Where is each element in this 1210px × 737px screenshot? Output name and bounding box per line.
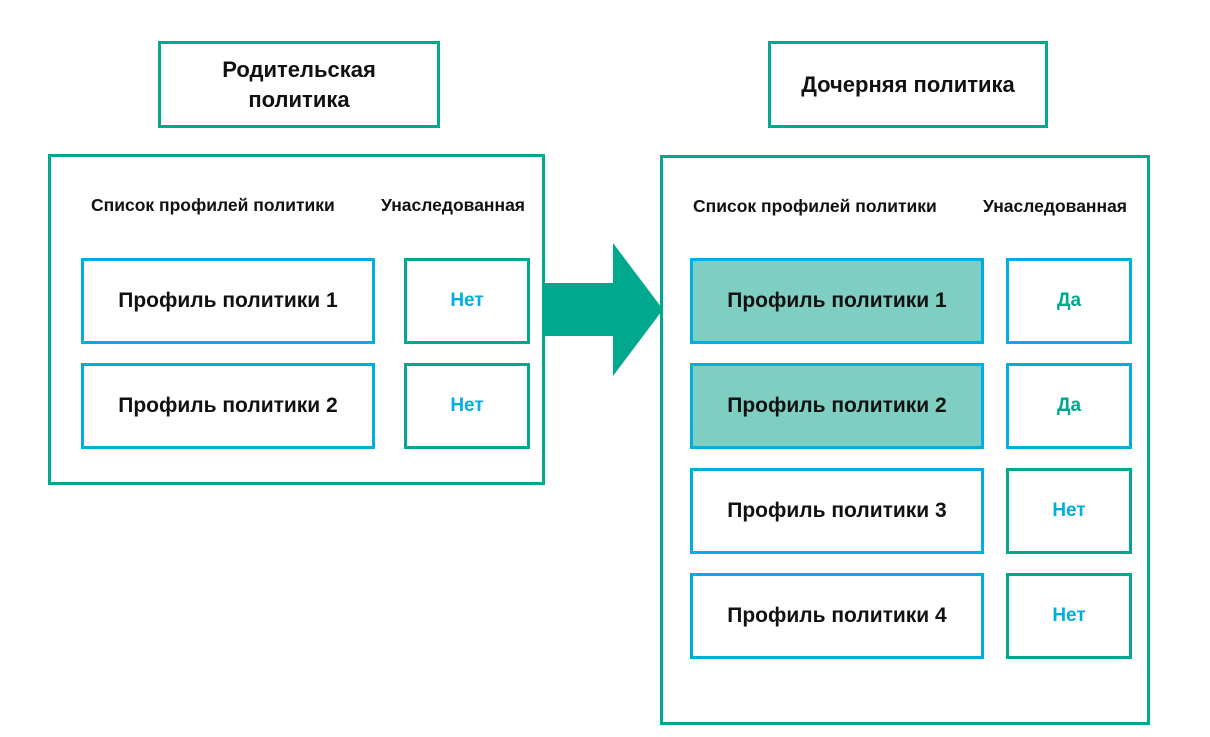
child-column-header-inherited: Унаследованная <box>983 196 1128 216</box>
parent-policy-caption: Родительская политика <box>158 41 440 128</box>
child-profile-box-2[interactable]: Профиль политики 2 <box>690 363 984 449</box>
child-profile-box-1[interactable]: Профиль политики 1 <box>690 258 984 344</box>
table-row: Профиль политики 2 Нет <box>81 363 542 449</box>
child-profile-box-4[interactable]: Профиль политики 4 <box>690 573 984 659</box>
table-row: Профиль политики 1 Нет <box>81 258 542 344</box>
parent-inherited-box-1: Нет <box>404 258 530 344</box>
table-row: Профиль политики 1 Да <box>690 258 1147 344</box>
child-inherited-box-2: Да <box>1006 363 1132 449</box>
parent-profile-box-2[interactable]: Профиль политики 2 <box>81 363 375 449</box>
child-inherited-box-4: Нет <box>1006 573 1132 659</box>
parent-policy-caption-line2: политика <box>248 86 350 112</box>
arrow-right-icon <box>543 243 663 376</box>
parent-column-header-profiles: Список профилей политики <box>91 195 335 215</box>
child-profile-box-3[interactable]: Профиль политики 3 <box>690 468 984 554</box>
child-policy-panel: Список профилей политики Унаследованная … <box>660 155 1150 725</box>
table-row: Профиль политики 3 Нет <box>690 468 1147 554</box>
child-column-headers: Список профилей политики Унаследованная <box>663 158 1177 217</box>
parent-column-headers: Список профилей политики Унаследованная <box>51 157 582 216</box>
child-policy-caption: Дочерняя политика <box>768 41 1048 128</box>
parent-policy-caption-text: Родительская политика <box>222 55 376 114</box>
parent-policy-caption-line1: Родительская <box>222 56 376 82</box>
parent-inherited-box-2: Нет <box>404 363 530 449</box>
parent-profile-box-1[interactable]: Профиль политики 1 <box>81 258 375 344</box>
table-row: Профиль политики 2 Да <box>690 363 1147 449</box>
child-inherited-box-3: Нет <box>1006 468 1132 554</box>
parent-column-header-inherited: Унаследованная <box>381 195 526 215</box>
child-inherited-box-1: Да <box>1006 258 1132 344</box>
table-row: Профиль политики 4 Нет <box>690 573 1147 659</box>
child-column-header-profiles: Список профилей политики <box>693 196 937 216</box>
child-policy-caption-text: Дочерняя политика <box>801 71 1015 97</box>
parent-policy-panel: Список профилей политики Унаследованная … <box>48 154 545 485</box>
